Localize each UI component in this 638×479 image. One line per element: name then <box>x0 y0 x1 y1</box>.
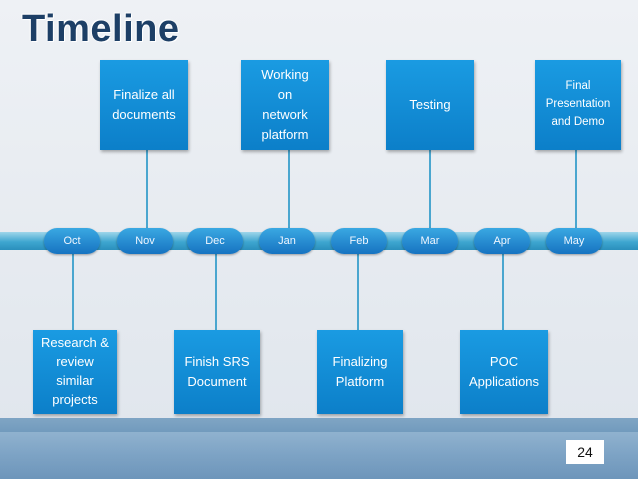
event-label: POC Applications <box>468 353 540 389</box>
event-label: Finish SRS Document <box>184 353 250 389</box>
month-dec: Dec <box>187 228 243 254</box>
event-label: Research & review similar projects <box>41 335 109 407</box>
connector-dec <box>215 250 217 330</box>
event-card-network-platform: Working on network platform <box>241 60 329 150</box>
event-card-finalizing-platform: Finalizing Platform <box>317 330 403 414</box>
connector-jan <box>288 150 290 232</box>
month-jan: Jan <box>259 228 315 254</box>
event-label: Working on network platform <box>261 66 309 143</box>
page-number: 24 <box>566 440 604 464</box>
connector-feb <box>357 250 359 330</box>
event-card-research: Research & review similar projects <box>33 330 117 414</box>
month-nov: Nov <box>117 228 173 254</box>
month-feb: Feb <box>331 228 387 254</box>
event-label: Testing <box>409 96 451 112</box>
event-label: Finalize all documents <box>112 86 176 122</box>
event-label: Finalizing Platform <box>332 353 388 389</box>
event-label: Final Presentation and Demo <box>545 80 611 128</box>
month-mar: Mar <box>402 228 458 254</box>
month-apr: Apr <box>474 228 530 254</box>
event-card-testing: Testing <box>386 60 474 150</box>
event-card-finalize-documents: Finalize all documents <box>100 60 188 150</box>
connector-mar <box>429 150 431 232</box>
connector-may <box>575 150 577 232</box>
connector-apr <box>502 250 504 330</box>
connector-oct <box>72 250 74 330</box>
event-card-finish-srs: Finish SRS Document <box>174 330 260 414</box>
month-oct: Oct <box>44 228 100 254</box>
footer-strip <box>0 432 638 479</box>
connector-nov <box>146 150 148 232</box>
slide-title: Timeline <box>22 8 180 50</box>
month-may: May <box>546 228 602 254</box>
event-card-poc-applications: POC Applications <box>460 330 548 414</box>
event-card-final-presentation: Final Presentation and Demo <box>535 60 621 150</box>
